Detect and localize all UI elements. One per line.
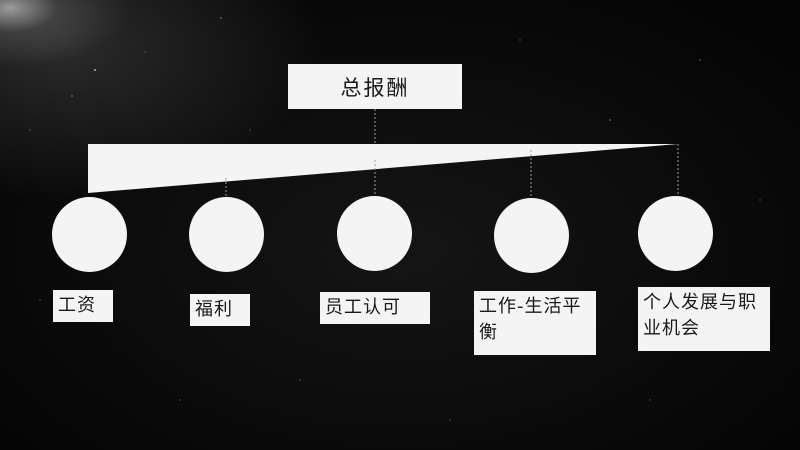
root-node: 总报酬 (288, 64, 462, 109)
node-circle-recognition (337, 196, 412, 271)
node-label-benefits: 福利 (190, 294, 250, 326)
node-label-recognition: 员工认可 (320, 292, 430, 324)
node-label-development: 个人发展与职业机会 (638, 287, 770, 351)
node-label-work-life-balance: 工作-生活平衡 (474, 291, 596, 355)
node-label-benefits-text: 福利 (195, 299, 233, 320)
node-circle-salary (52, 197, 127, 272)
node-circle-benefits (189, 197, 264, 272)
node-circle-work-life-balance (494, 198, 569, 273)
root-node-label: 总报酬 (340, 75, 410, 100)
node-label-salary: 工资 (53, 290, 113, 322)
node-label-development-text: 个人发展与职业机会 (643, 292, 757, 339)
node-label-work-life-balance-text: 工作-生活平衡 (479, 296, 582, 343)
node-label-recognition-text: 员工认可 (325, 297, 401, 318)
node-circle-development (638, 196, 713, 271)
hierarchy-wedge (88, 144, 678, 193)
node-label-salary-text: 工资 (58, 295, 96, 316)
